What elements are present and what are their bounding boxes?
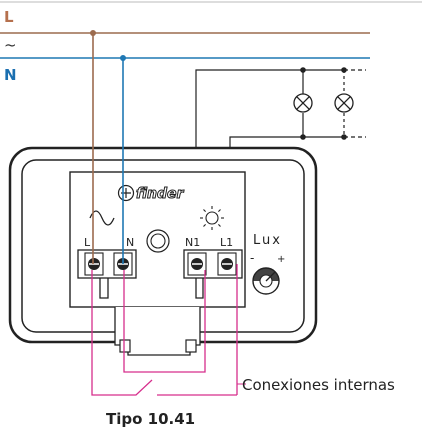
internal-connections-label: Conexiones internas — [242, 376, 395, 394]
neutral-label: N — [4, 66, 17, 84]
device-type-label: Tipo 10.41 — [106, 410, 195, 428]
terminal-n-label: N — [126, 236, 134, 249]
lamp-junction-bottom — [300, 134, 306, 140]
brand-label: finder — [136, 186, 185, 202]
lux-potentiometer-knob — [252, 267, 280, 295]
lamp-2-icon — [334, 93, 354, 113]
ac-symbol-label: ~ — [4, 36, 17, 54]
lamp-junction-top — [300, 67, 306, 73]
tab-clip-left — [119, 339, 131, 353]
screw-n1-icon — [187, 252, 207, 276]
device-bottom-tab — [114, 307, 201, 356]
pot-plus-label: + — [277, 254, 285, 265]
pot-minus-label: - — [250, 251, 254, 265]
tab-clip-right — [185, 339, 197, 353]
internal-connections — [91, 264, 238, 396]
sun-icon — [200, 206, 224, 230]
lamp-1-icon — [293, 93, 313, 113]
line-label: L — [4, 8, 14, 26]
lamp2-junction-bottom — [341, 134, 347, 140]
screw-l-icon — [84, 252, 104, 276]
led-indicator-inner — [150, 233, 166, 249]
terminal-l-label: L — [84, 236, 91, 249]
screw-l1-icon — [217, 252, 237, 276]
lamp2-junction-top — [341, 67, 347, 73]
lux-label: Lux — [253, 233, 282, 248]
terminal-legs — [99, 278, 204, 299]
terminal-n1-label: N1 — [185, 236, 200, 249]
terminal-l1-label: L1 — [220, 236, 233, 249]
